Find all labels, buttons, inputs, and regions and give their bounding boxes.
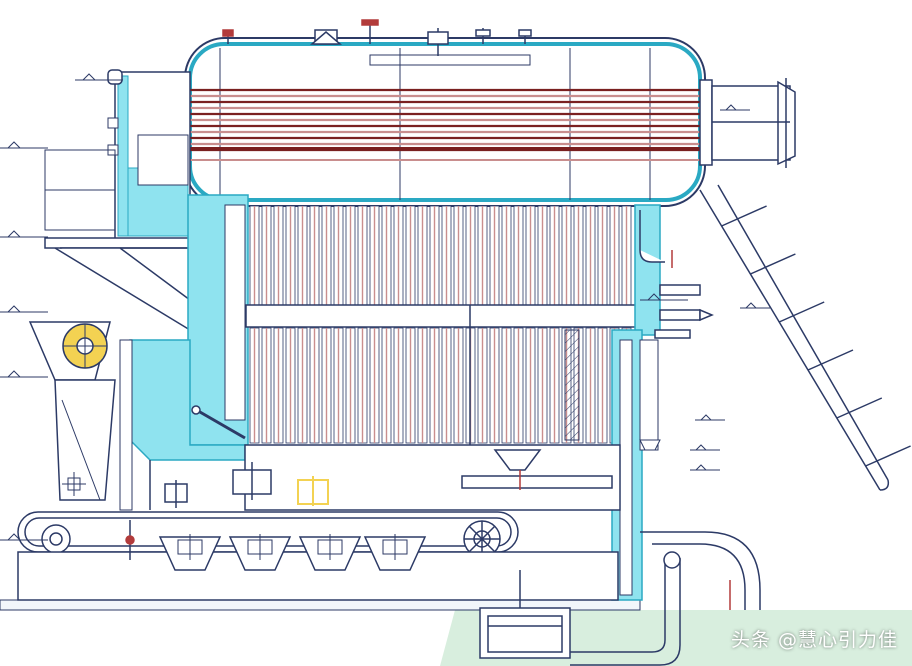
side-headers (639, 210, 714, 339)
furnace-left-wall (119, 194, 249, 511)
fire-tube-bundle (188, 88, 700, 161)
flue-outlet (699, 78, 796, 168)
ash-hoppers (158, 534, 427, 571)
upper-drum (184, 37, 706, 207)
drum-fittings (222, 19, 532, 56)
furnace-chamber (149, 405, 621, 511)
left-platform (44, 237, 191, 331)
ash-pit (479, 570, 571, 659)
economizer-box (44, 69, 191, 241)
watermark: 头条 @慧心引力佳 (730, 629, 898, 651)
stair-ladder (699, 184, 911, 491)
blowdown-pipe (570, 531, 761, 666)
convection-tube-banks (249, 205, 632, 444)
baffle (245, 304, 637, 445)
elevation-leaders (0, 73, 770, 541)
coal-hopper (28, 321, 116, 501)
